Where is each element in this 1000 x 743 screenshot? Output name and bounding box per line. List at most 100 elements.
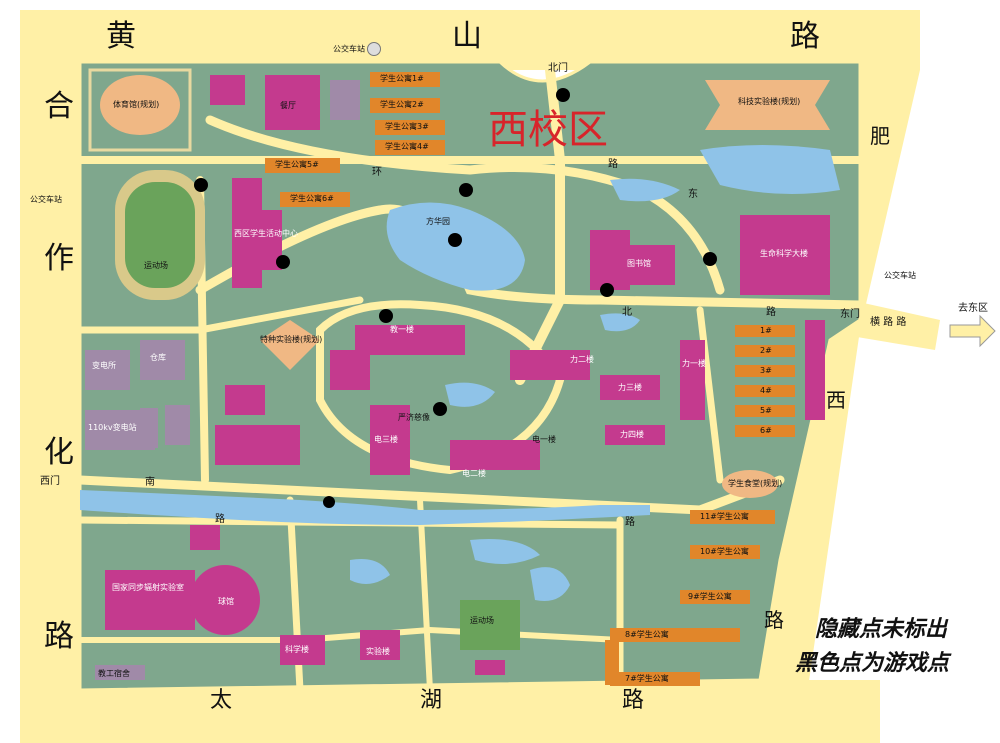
- label-li-san: 力三楼: [618, 383, 642, 392]
- east-arrow: [949, 314, 996, 348]
- ring-road-char-5: 南: [145, 477, 155, 488]
- dorm-label-2: 学生公寓2#: [380, 100, 424, 109]
- road-hefei-char2: 西: [826, 388, 846, 412]
- student-canteen-planned: [722, 470, 778, 498]
- pond-south1: [470, 539, 540, 564]
- label-special-lab: 特种实验楼(规划): [260, 335, 323, 344]
- label-gym: 体育馆(规划): [113, 100, 160, 109]
- point-yanjiu[interactable]: [433, 402, 447, 416]
- pond-south2: [530, 567, 570, 601]
- label-experiment: 实验楼: [366, 647, 390, 656]
- stadium-west: [115, 170, 205, 300]
- label-lab-center: 国家同步辐射实验室: [112, 583, 184, 592]
- label-jiaojiao: 教工宿舍: [98, 669, 130, 678]
- label-library: 图书馆: [627, 259, 651, 268]
- ring-road-char-8: 路: [625, 517, 635, 528]
- pink-buildings: [105, 75, 830, 675]
- east-dorm-6: 6#: [760, 426, 772, 435]
- canal: [80, 490, 650, 525]
- road-taihu-char1: 太: [210, 688, 233, 713]
- ring-road-char-7: 东: [688, 189, 698, 200]
- road-hezuohua-char3: 化: [44, 435, 74, 470]
- road-taihu-char2: 湖: [420, 688, 443, 713]
- gray-buildings: [85, 80, 360, 680]
- note-hidden-points: 隐藏点未标出: [815, 616, 948, 642]
- map-title: 西校区: [488, 107, 608, 153]
- west-gate-label: 西门: [40, 476, 60, 487]
- road-hefei-char1: 肥: [870, 124, 890, 148]
- point-north-gate[interactable]: [556, 88, 570, 102]
- dorm-label-7: 7#学生公寓: [625, 674, 669, 683]
- pond-west: [350, 559, 390, 584]
- bus-stop-top: 公交车站: [333, 42, 381, 56]
- road-hezuohua-char2: 作: [44, 241, 74, 276]
- road-east-branch: [845, 300, 940, 350]
- ring-road-char-3: 北: [622, 307, 632, 318]
- east-dorm-2: 2#: [760, 346, 772, 355]
- east-dorm-5: 5#: [760, 406, 772, 415]
- road-hezuohua-char4: 路: [44, 619, 74, 654]
- game-points: [194, 88, 717, 508]
- label-dian-san: 电三楼: [374, 435, 398, 444]
- bus-stop-left: 公交车站: [30, 195, 62, 204]
- label-yanjiu: 严济慈像: [398, 413, 430, 422]
- dorm-label-8: 8#学生公寓: [625, 630, 669, 639]
- point-fanghua[interactable]: [448, 233, 462, 247]
- gym-planned: [88, 68, 192, 152]
- east-dorm-4: 4#: [760, 386, 772, 395]
- pond-northeast: [700, 145, 840, 194]
- pond-center: [445, 382, 495, 407]
- point-library-south[interactable]: [600, 283, 614, 297]
- label-dian-er: 电二楼: [462, 469, 486, 478]
- bus-stop-icon: [367, 42, 381, 56]
- point-stadium-corner[interactable]: [194, 178, 208, 192]
- dorm-label-11: 11#学生公寓: [700, 512, 749, 521]
- label-hall: 球馆: [218, 597, 234, 606]
- point-library-east[interactable]: [703, 252, 717, 266]
- road-taihu: [20, 680, 880, 743]
- dorm-label-4: 学生公寓4#: [385, 142, 429, 151]
- note-game-points: 黑色点为游戏点: [795, 650, 950, 676]
- point-jiaoyi[interactable]: [379, 309, 393, 323]
- dorm-label-5: 学生公寓5#: [275, 160, 319, 169]
- label-life-science: 生命科学大楼: [760, 249, 808, 258]
- dorm-label-3: 学生公寓3#: [385, 122, 429, 131]
- label-stadium2: 运动场: [470, 616, 494, 625]
- bus-stop-right: 公交车站: [884, 271, 916, 280]
- east-dorm-1: 1#: [760, 326, 772, 335]
- dorm-label-10: 10#学生公寓: [700, 547, 749, 556]
- label-hqs: 科学楼: [285, 645, 309, 654]
- science-building-planned: [705, 80, 830, 130]
- to-east-label: 去东区: [958, 303, 988, 314]
- label-west-activity: 西区学生活动中心: [234, 229, 298, 238]
- pond-library: [610, 178, 680, 202]
- north-gate-label: 北门: [548, 63, 568, 74]
- stadium-south: [460, 600, 520, 650]
- road-huangshan: [20, 10, 920, 70]
- ring-road-char-6: 路: [215, 514, 225, 525]
- road-huangshan-char1: 黄: [106, 19, 136, 54]
- point-fanghua-north[interactable]: [459, 183, 473, 197]
- ring-road-char-2: 路: [608, 159, 618, 170]
- east-road-label: 横 路 路: [870, 317, 907, 328]
- label-fanghua: 方华园: [426, 217, 450, 226]
- label-jiaoyi: 教一楼: [390, 325, 414, 334]
- label-warehouse: 仓库: [150, 353, 166, 362]
- point-activity-center[interactable]: [276, 255, 290, 269]
- label-canteen: 餐厅: [280, 101, 296, 110]
- label-substation: 110kv变电站: [88, 423, 137, 432]
- label-science-building: 科技实验楼(规划): [738, 97, 801, 106]
- road-hezuohua: [20, 10, 80, 743]
- pond-small: [600, 313, 640, 332]
- label-student-canteen: 学生食堂(规划): [728, 479, 783, 488]
- point-bridge-west[interactable]: [323, 496, 335, 508]
- dorm-label-1: 学生公寓1#: [380, 74, 424, 83]
- east-gate-label: 东门: [840, 309, 860, 320]
- road-hezuohua-char1: 合: [44, 89, 74, 124]
- label-li-yi: 力一楼: [682, 359, 706, 368]
- label-power-station: 变电所: [92, 361, 116, 370]
- dorm-buildings: [265, 72, 795, 686]
- road-hefei-char3: 路: [764, 608, 784, 632]
- east-dorm-3: 3#: [760, 366, 772, 375]
